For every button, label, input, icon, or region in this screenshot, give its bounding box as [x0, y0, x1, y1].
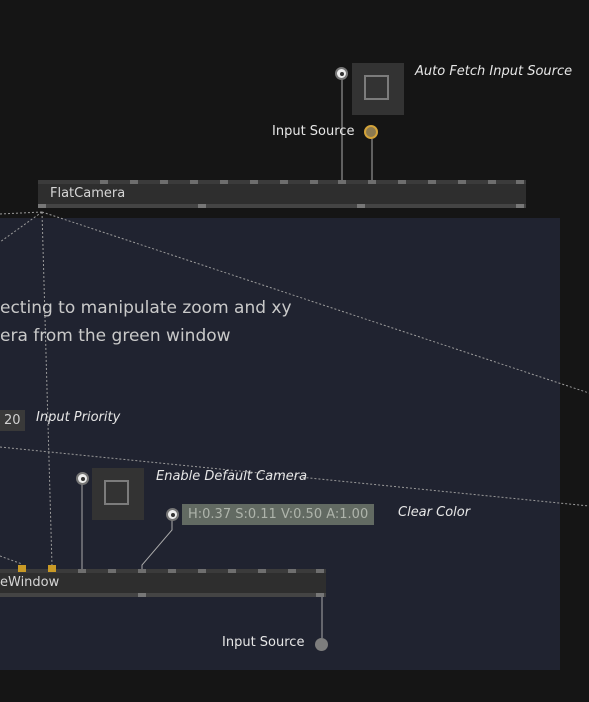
auto-fetch-pin[interactable] [335, 67, 348, 80]
node-title-flatcamera: FlatCamera [50, 186, 126, 201]
enable-default-camera-pin[interactable] [76, 472, 89, 485]
input-slot[interactable] [428, 180, 436, 184]
input-slot[interactable] [258, 569, 266, 573]
input-slot[interactable] [316, 569, 324, 573]
input-slot[interactable] [78, 569, 86, 573]
input-slot-active[interactable] [18, 565, 26, 572]
input-slot[interactable] [138, 569, 146, 573]
input-slot[interactable] [250, 180, 258, 184]
input-slot[interactable] [398, 180, 406, 184]
input-slot[interactable] [280, 180, 288, 184]
clear-color-field[interactable]: H:0.37 S:0.11 V:0.50 A:1.00 [182, 504, 375, 525]
input-slot[interactable] [100, 180, 108, 184]
input-source-label-top: Input Source [272, 124, 355, 139]
input-slot[interactable] [220, 180, 228, 184]
wire-flatcamera-left [0, 211, 43, 215]
enable-default-camera-toggle[interactable] [92, 468, 144, 520]
enable-default-camera-label: Enable Default Camera [156, 469, 308, 484]
comment-line-1: ecting to manipulate zoom and xy [0, 298, 292, 318]
output-slot[interactable] [38, 204, 46, 208]
output-slot[interactable] [198, 204, 206, 208]
input-slot[interactable] [288, 569, 296, 573]
output-slot[interactable] [316, 593, 324, 597]
auto-fetch-toggle[interactable] [352, 63, 404, 115]
output-slot[interactable] [357, 204, 365, 208]
clear-color-pin[interactable] [166, 508, 179, 521]
comment-line-2: era from the green window [0, 326, 231, 346]
node-flatcamera[interactable]: FlatCamera [38, 180, 526, 208]
input-slot[interactable] [198, 569, 206, 573]
clear-color-label: Clear Color [398, 505, 471, 520]
input-slot[interactable] [190, 180, 198, 184]
wire-flatcamera-right [41, 211, 589, 394]
checkbox-icon [364, 75, 389, 100]
node-output-bar [0, 593, 326, 597]
wire-flatcamera-down [41, 211, 53, 567]
input-source-pin-top[interactable] [364, 125, 378, 139]
auto-fetch-label: Auto Fetch Input Source [415, 64, 573, 79]
input-slot[interactable] [488, 180, 496, 184]
input-source-pin-bottom[interactable] [315, 638, 328, 651]
output-slot[interactable] [138, 593, 146, 597]
input-slot[interactable] [338, 180, 346, 184]
input-slot-active[interactable] [48, 565, 56, 572]
output-slot[interactable] [516, 204, 524, 208]
input-source-label-bottom: Input Source [222, 635, 305, 650]
wire-flatcamera-diag-left [0, 211, 43, 243]
input-slot[interactable] [168, 569, 176, 573]
input-slot[interactable] [458, 180, 466, 184]
node-output-bar [38, 204, 526, 208]
node-title-game-window: eWindow [0, 575, 60, 590]
wire-long-right [0, 446, 589, 507]
input-priority-label: Input Priority [36, 410, 121, 425]
input-slot[interactable] [130, 180, 138, 184]
input-slot[interactable] [368, 180, 376, 184]
group-comment: ecting to manipulate zoom and xy era fro… [0, 294, 360, 350]
input-slot[interactable] [108, 569, 116, 573]
input-slot[interactable] [160, 180, 168, 184]
wire-clear-color [141, 520, 173, 571]
node-game-window[interactable]: eWindow [0, 565, 326, 597]
input-slot[interactable] [516, 180, 524, 184]
wire-bottom-left [0, 555, 23, 565]
node-input-bar [0, 569, 326, 573]
input-slot[interactable] [228, 569, 236, 573]
input-slot[interactable] [310, 180, 318, 184]
checkbox-icon [104, 480, 129, 505]
input-priority-field[interactable]: 20 [0, 410, 25, 431]
